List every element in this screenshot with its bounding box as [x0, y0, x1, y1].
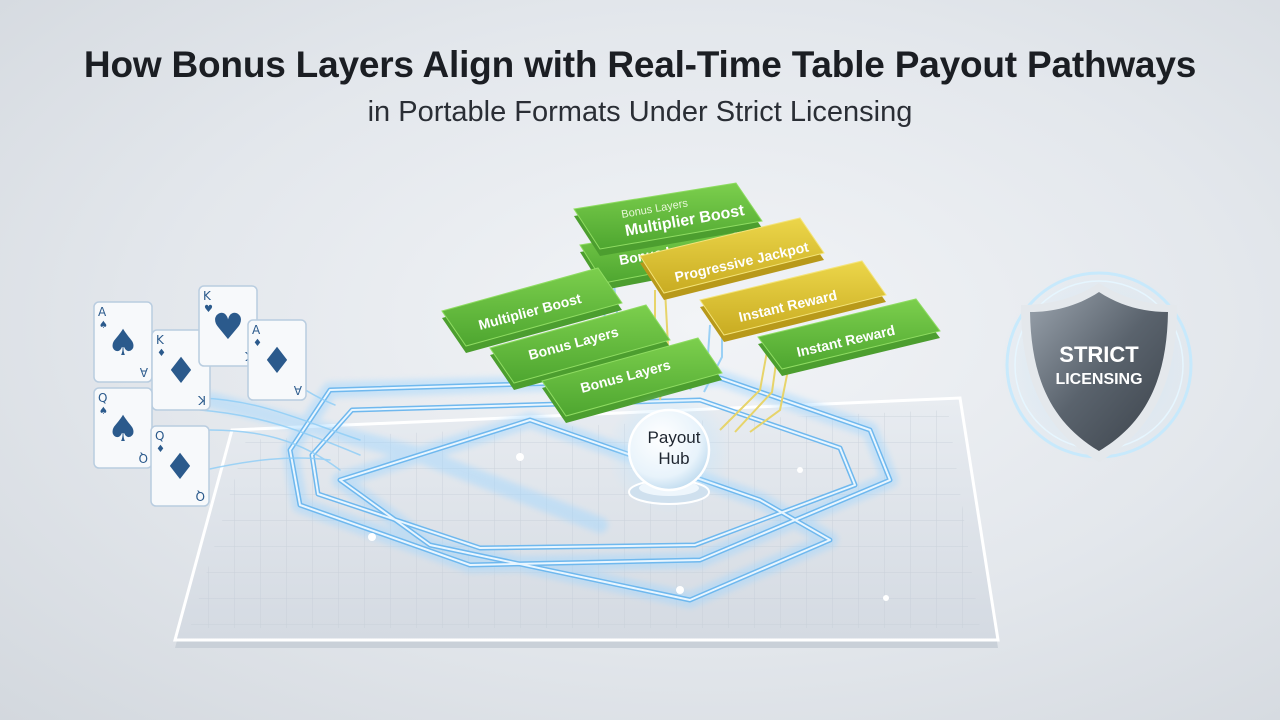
- card-suit-center: ♠: [107, 409, 139, 450]
- shield-label-line2: LICENSING: [1055, 371, 1142, 388]
- card-suit-small: ♦: [156, 444, 165, 455]
- playing-card: Q♠♠Q: [93, 387, 153, 469]
- panel-instant-reward-green: Instant Reward: [757, 298, 941, 376]
- payout-pathways: [199, 359, 898, 608]
- card-suit-center: ♦: [164, 447, 196, 488]
- playing-card: K♦♦K: [151, 329, 211, 411]
- card-suit-center: ♦: [165, 351, 197, 392]
- card-rank-bottom: Q: [139, 451, 148, 465]
- card-rank: Q: [155, 429, 164, 443]
- card-rank-bottom: K: [197, 393, 206, 407]
- card-suit-small: ♥: [204, 304, 213, 315]
- strict-licensing-shield: STRICT LICENSING: [1001, 267, 1197, 463]
- card-rank: A: [98, 305, 107, 319]
- panel-top: Bonus Layers Multiplier Boost: [573, 182, 763, 256]
- page-subtitle: in Portable Formats Under Strict Licensi…: [367, 96, 913, 128]
- hub-label-line2: Hub: [658, 449, 689, 468]
- card-rank: A: [252, 323, 261, 337]
- playing-card: Q♦♦Q: [150, 425, 210, 507]
- playing-cards: A♠♠AK♦♦KK♥♥KA♦♦AQ♠♠QQ♦♦Q: [93, 285, 307, 507]
- card-suit-small: ♠: [99, 406, 108, 417]
- card-rank: K: [156, 333, 165, 347]
- card-rank: K: [203, 289, 212, 303]
- card-suit-small: ♦: [253, 338, 262, 349]
- card-rank-bottom: A: [293, 383, 302, 397]
- card-suit-small: ♠: [99, 320, 108, 331]
- shield-label-line1: STRICT: [1059, 342, 1139, 367]
- panel-bonus-layers-2: Bonus Layers: [541, 337, 723, 423]
- card-suit-center: ♠: [107, 323, 139, 364]
- playing-card: A♦♦A: [247, 319, 307, 401]
- card-rank-bottom: A: [139, 365, 148, 379]
- hub-label-line1: Payout: [648, 428, 701, 447]
- playing-card: K♥♥K: [198, 285, 258, 367]
- card-suit-small: ♦: [157, 348, 166, 359]
- playing-card: A♠♠A: [93, 301, 153, 383]
- card-suit-center: ♥: [212, 307, 244, 348]
- card-rank-bottom: Q: [196, 489, 205, 503]
- card-rank: Q: [98, 391, 107, 405]
- panel-progressive-jackpot: Progressive Jackpot: [639, 217, 825, 300]
- page-title: How Bonus Layers Align with Real-Time Ta…: [83, 44, 1197, 85]
- payout-hub: Payout Hub: [607, 390, 731, 514]
- card-suit-center: ♦: [261, 341, 293, 382]
